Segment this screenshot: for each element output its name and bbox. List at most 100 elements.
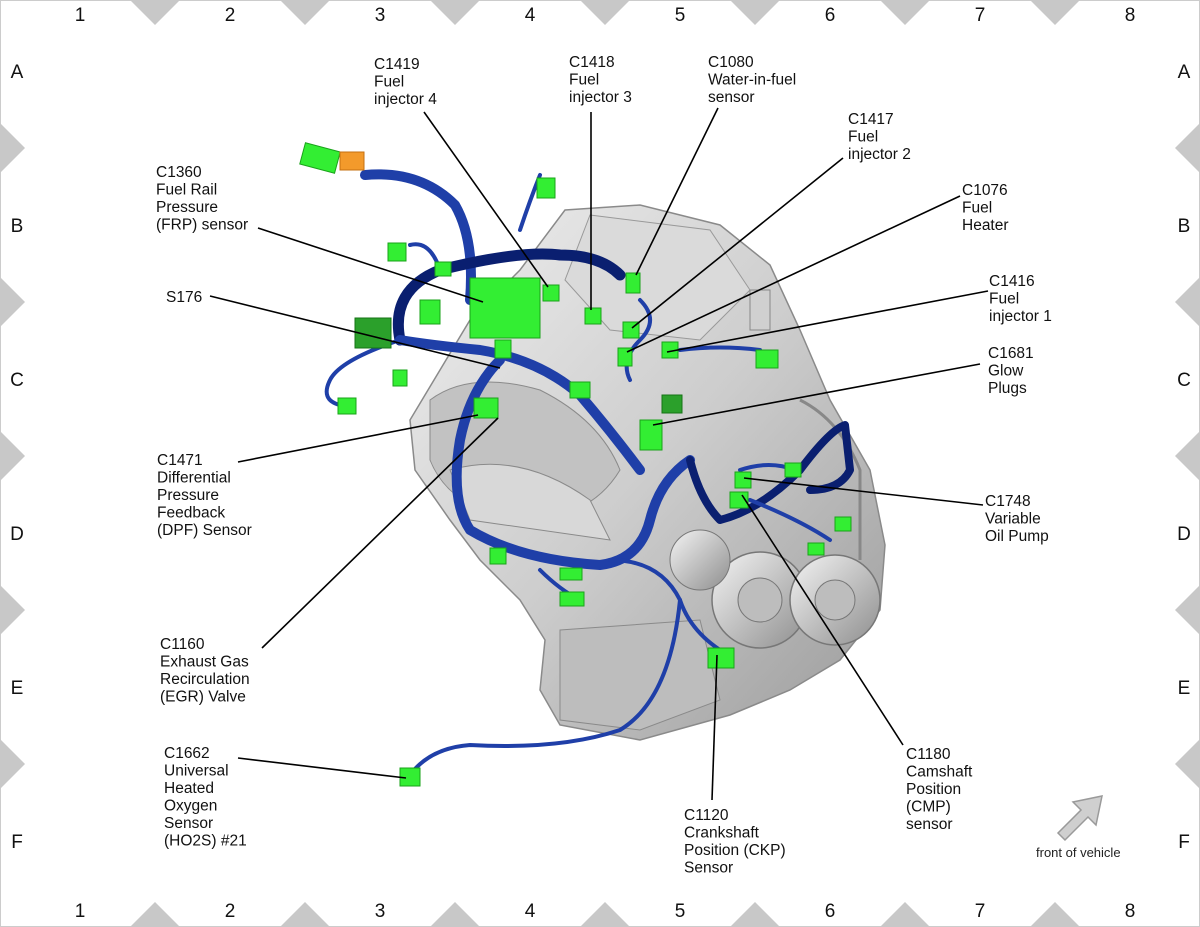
callout-id: S176 [166, 289, 202, 306]
grid-row-label-left: A [11, 62, 24, 83]
callout-description-line: Heater [962, 217, 1009, 234]
callout-description-line: Fuel [989, 291, 1019, 308]
callout-description-line: injector 2 [848, 146, 911, 163]
callout-id: C1662 [164, 745, 210, 762]
grid-column-label-top: 4 [525, 5, 536, 26]
callout-description-line: Fuel [848, 129, 878, 146]
grid-column-label-bottom: 1 [75, 901, 86, 922]
callout-id: C1418 [569, 54, 615, 71]
engine-illustration [409, 204, 886, 741]
grid-row-label-right: E [1178, 678, 1191, 699]
grid-column-label-bottom: 6 [825, 901, 836, 922]
callout-description-line: Universal [164, 763, 229, 780]
callout-description-line: Recirculation [160, 671, 250, 688]
grid-row-label-right: D [1177, 524, 1191, 545]
callout-id: C1076 [962, 182, 1008, 199]
callout-description-line: sensor [906, 816, 953, 833]
grid-marker-left [0, 431, 25, 481]
callout-description-line: Position [906, 781, 961, 798]
grid-column-label-bottom: 2 [225, 901, 236, 922]
leader-lines [209, 107, 989, 801]
grid-column-label-top: 1 [75, 5, 86, 26]
callout-id: C1471 [157, 452, 203, 469]
grid-column-label-bottom: 5 [675, 901, 686, 922]
callout-id: C1080 [708, 54, 754, 71]
grid-marker-bottom [280, 902, 330, 927]
callout-id: C1417 [848, 111, 894, 128]
grid-marker-top [730, 0, 780, 25]
callout-description-line: sensor [708, 89, 755, 106]
callout-id: C1419 [374, 56, 420, 73]
callout-description-line: Differential [157, 470, 231, 487]
grid-marker-bottom [580, 902, 630, 927]
callout-description-line: Fuel [962, 200, 992, 217]
callout-description-line: Glow [988, 363, 1024, 380]
grid-row-label-left: B [11, 216, 24, 237]
grid-row-label-right: A [1178, 62, 1191, 83]
callout-description-line: (CMP) [906, 799, 951, 816]
grid-marker-top [430, 0, 480, 25]
callout-id: C1360 [156, 164, 202, 181]
callout-description-line: Oil Pump [985, 528, 1049, 545]
grid-marker-top [1030, 0, 1080, 25]
grid-marker-top [130, 0, 180, 25]
connectors [299, 142, 852, 787]
callout-description-line: Variable [985, 511, 1041, 528]
callout-description-line: Position (CKP) [684, 842, 786, 859]
callout-description-line: (HO2S) #21 [164, 833, 247, 850]
callout-description-line: Sensor [684, 860, 733, 877]
callout-description-line: (FRP) sensor [156, 217, 248, 234]
front-of-vehicle-indicator: front of vehicle [1036, 795, 1121, 860]
grid-marker-bottom [730, 902, 780, 927]
callout-id: C1180 [906, 746, 951, 763]
callout-description-line: Fuel [374, 74, 404, 91]
callout-description-line: Camshaft [906, 764, 973, 781]
callout-id: C1748 [985, 493, 1031, 510]
grid-marker-left [0, 739, 25, 789]
grid-row-label-left: D [10, 524, 24, 545]
callout-description-line: Sensor [164, 815, 213, 832]
grid-row-label-right: C [1177, 370, 1191, 391]
front-of-vehicle-label: front of vehicle [1036, 845, 1121, 860]
grid-marker-right [1175, 123, 1200, 173]
callout-id: C1681 [988, 345, 1034, 362]
callout-description-line: (EGR) Valve [160, 689, 246, 706]
callout-description-line: (DPF) Sensor [157, 522, 252, 539]
callout-description-line: Feedback [157, 505, 225, 522]
callout-id: C1120 [684, 807, 729, 824]
callout-description-line: Crankshaft [684, 825, 760, 842]
callout-description-line: injector 4 [374, 91, 437, 108]
grid-marker-top [580, 0, 630, 25]
grid-marker-bottom [130, 902, 180, 927]
grid-marker-bottom [1030, 902, 1080, 927]
grid-column-label-bottom: 8 [1125, 901, 1136, 922]
callout-description-line: Oxygen [164, 798, 217, 815]
grid-column-label-top: 8 [1125, 5, 1136, 26]
grid-column-label-top: 2 [225, 5, 236, 26]
grid-marker-top [880, 0, 930, 25]
grid-column-label-top: 6 [825, 5, 836, 26]
grid-row-label-left: F [11, 832, 23, 853]
grid-marker-right [1175, 585, 1200, 635]
grid-column-label-bottom: 7 [975, 901, 986, 922]
grid-marker-left [0, 277, 25, 327]
grid-marker-bottom [880, 902, 930, 927]
grid-marker-left [0, 123, 25, 173]
grid-marker-right [1175, 739, 1200, 789]
callout-description-line: Pressure [157, 487, 219, 504]
grid-column-label-top: 7 [975, 5, 986, 26]
grid-row-label-left: E [11, 678, 24, 699]
callout-description-line: Water-in-fuel [708, 72, 796, 89]
